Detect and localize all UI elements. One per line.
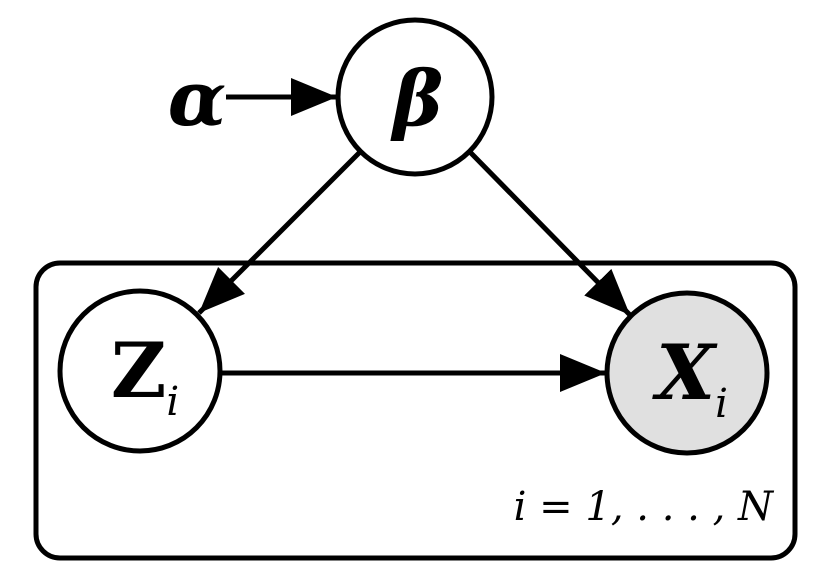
- node-x-circle: [604, 290, 770, 456]
- plate-border: [33, 260, 798, 561]
- edge-beta-z: [197, 149, 363, 315]
- node-z-label-main: Z: [110, 326, 167, 415]
- node-x-label-subscript: i: [715, 381, 728, 427]
- plate-label: i = 1, . . . , N: [513, 484, 773, 530]
- node-z-label-subscript: i: [166, 379, 180, 425]
- node-beta-circle: [335, 17, 495, 177]
- node-beta-label: β: [392, 54, 444, 143]
- node-alpha-label: α: [167, 54, 227, 143]
- node-z-circle: [57, 288, 223, 454]
- node-x-label-main: X: [656, 328, 716, 417]
- edge-beta-x: [467, 149, 632, 317]
- node-z-label: Zi: [111, 333, 179, 423]
- node-x-label: Xi: [656, 335, 728, 425]
